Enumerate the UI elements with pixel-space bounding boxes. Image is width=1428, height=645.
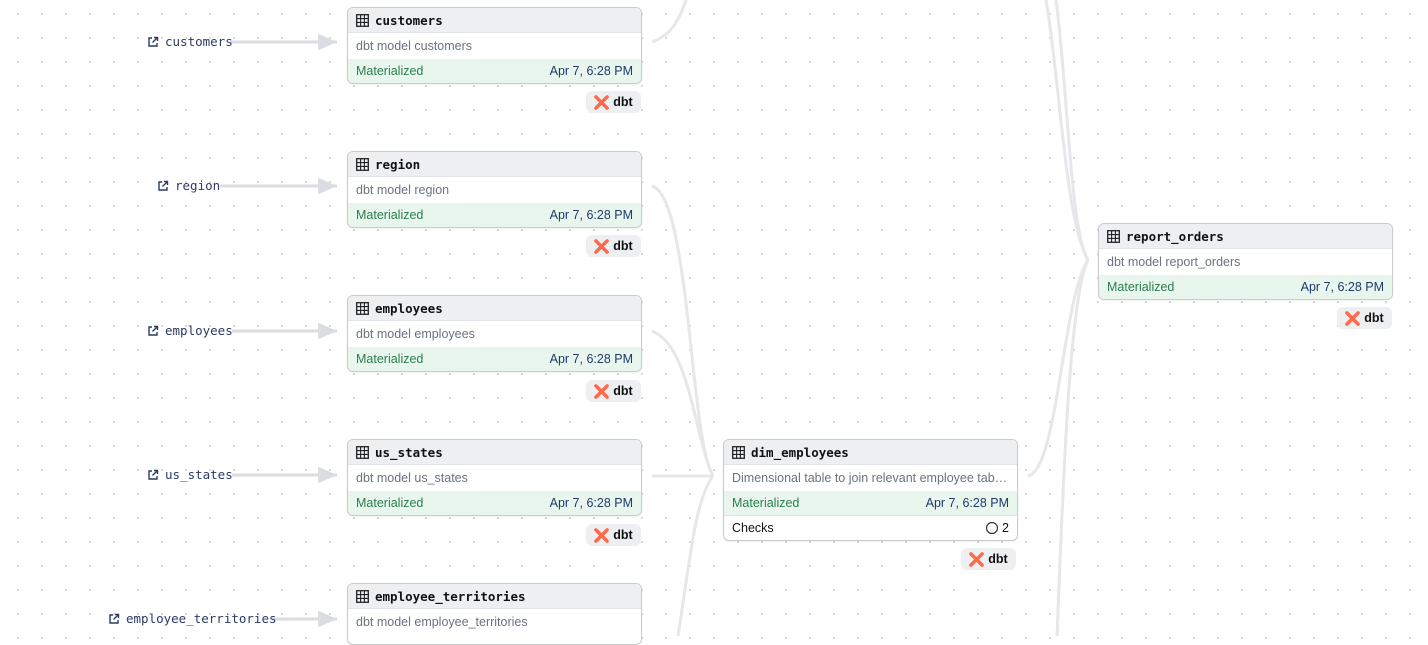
- node-title: report_orders: [1126, 228, 1224, 244]
- dbt-badge: dbt: [586, 380, 641, 402]
- asset-node-report-orders[interactable]: report_orders dbt model report_orders Ma…: [1098, 223, 1393, 300]
- materialization-timestamp[interactable]: Apr 7, 6:28 PM: [925, 496, 1009, 510]
- source-link-customers[interactable]: customers: [147, 34, 233, 49]
- materialization-row: Materialized Apr 7, 6:28 PM: [1099, 275, 1392, 299]
- node-title: customers: [375, 12, 443, 28]
- checks-count-value: 2: [1002, 521, 1009, 535]
- dbt-logo-icon: [594, 94, 610, 110]
- external-link-icon: [147, 325, 159, 337]
- external-link-icon: [108, 613, 120, 625]
- dbt-logo-icon: [594, 238, 610, 254]
- dbt-badge: dbt: [586, 524, 641, 546]
- table-icon: [1107, 229, 1120, 243]
- source-link-label: employees: [165, 323, 233, 338]
- dbt-badge: dbt: [1337, 307, 1392, 329]
- dbt-logo-icon: [594, 383, 610, 399]
- external-link-icon: [147, 36, 159, 48]
- materialization-row: Materialized Apr 7, 6:28 PM: [348, 347, 641, 371]
- node-header: region: [348, 152, 641, 177]
- badge-label: dbt: [1364, 311, 1384, 325]
- asset-node-employees[interactable]: employees dbt model employees Materializ…: [347, 295, 642, 372]
- asset-node-region[interactable]: region dbt model region Materialized Apr…: [347, 151, 642, 228]
- source-link-label: us_states: [165, 467, 233, 482]
- node-title: employees: [375, 300, 443, 316]
- asset-node-us-states[interactable]: us_states dbt model us_states Materializ…: [347, 439, 642, 516]
- node-header: customers: [348, 8, 641, 33]
- badge-label: dbt: [613, 528, 633, 542]
- table-icon: [356, 445, 369, 459]
- node-title: region: [375, 156, 421, 172]
- node-header: employees: [348, 296, 641, 321]
- node-header: report_orders: [1099, 224, 1392, 249]
- dbt-logo-icon: [969, 551, 985, 567]
- edge-dim-report: [1027, 259, 1090, 478]
- source-link-employee-territories[interactable]: employee_territories: [108, 611, 277, 626]
- edge-bottom-report: [1055, 259, 1090, 636]
- dbt-badge: dbt: [961, 548, 1016, 570]
- node-header: employee_territories: [348, 584, 641, 609]
- badge-label: dbt: [613, 239, 633, 253]
- node-description: dbt model us_states: [356, 471, 468, 485]
- edge-customers-up: [651, 0, 688, 44]
- materialization-timestamp[interactable]: Apr 7, 6:28 PM: [549, 208, 633, 222]
- node-description: dbt model customers: [356, 39, 473, 53]
- badge-label: dbt: [613, 384, 633, 398]
- node-header: us_states: [348, 440, 641, 465]
- source-link-label: region: [175, 178, 221, 193]
- materialization-timestamp[interactable]: Apr 7, 6:28 PM: [549, 64, 633, 78]
- source-link-label: employee_territories: [126, 611, 277, 626]
- dbt-badge: dbt: [586, 91, 641, 113]
- materialization-status: Materialized: [356, 208, 424, 222]
- materialization-status: Materialized: [1107, 280, 1175, 294]
- materialization-status: Materialized: [732, 496, 800, 510]
- checks-label: Checks: [732, 521, 774, 535]
- node-description: dbt model report_orders: [1107, 255, 1241, 269]
- materialization-timestamp[interactable]: Apr 7, 6:28 PM: [549, 352, 633, 366]
- badge-label: dbt: [613, 95, 633, 109]
- node-description: dbt model region: [356, 183, 450, 197]
- source-link-us-states[interactable]: us_states: [147, 467, 233, 482]
- materialization-row: Materialized Apr 7, 6:28 PM: [348, 59, 641, 83]
- badge-label: dbt: [988, 552, 1008, 566]
- node-description: dbt model employee_territories: [356, 615, 528, 629]
- materialization-status: Materialized: [356, 496, 424, 510]
- table-icon: [356, 157, 369, 171]
- asset-node-dim-employees[interactable]: dim_employees Dimensional table to join …: [723, 439, 1018, 541]
- source-link-employees[interactable]: employees: [147, 323, 233, 338]
- materialization-row: Materialized Apr 7, 6:28 PM: [348, 491, 641, 515]
- edge-territories-dim: [676, 475, 715, 636]
- node-description: dbt model employees: [356, 327, 475, 341]
- edge-region-dim: [651, 184, 715, 477]
- dbt-badge: dbt: [586, 235, 641, 257]
- node-title: employee_territories: [375, 588, 526, 604]
- dbt-logo-icon: [1345, 310, 1361, 326]
- table-icon: [356, 301, 369, 315]
- node-title: dim_employees: [751, 444, 849, 460]
- external-link-icon: [157, 180, 169, 192]
- dbt-logo-icon: [594, 527, 610, 543]
- materialization-row: Materialized Apr 7, 6:28 PM: [724, 491, 1017, 515]
- checks-count: 2: [985, 521, 1009, 535]
- node-description: Dimensional table to join relevant emplo…: [732, 471, 1010, 485]
- node-title: us_states: [375, 444, 443, 460]
- materialization-timestamp[interactable]: Apr 7, 6:28 PM: [549, 496, 633, 510]
- table-icon: [356, 13, 369, 27]
- edge-top-report-b: [1054, 0, 1090, 261]
- table-icon: [356, 589, 369, 603]
- node-header: dim_employees: [724, 440, 1017, 465]
- source-link-region[interactable]: region: [157, 178, 220, 193]
- materialization-status: Materialized: [356, 352, 424, 366]
- materialization-row: Materialized Apr 7, 6:28 PM: [348, 203, 641, 227]
- checks-row[interactable]: Checks 2: [724, 515, 1017, 540]
- materialization-timestamp[interactable]: Apr 7, 6:28 PM: [1300, 280, 1384, 294]
- edge-employees-dim: [651, 329, 715, 477]
- external-link-icon: [147, 469, 159, 481]
- table-icon: [732, 445, 745, 459]
- asset-node-customers[interactable]: customers dbt model customers Materializ…: [347, 7, 642, 84]
- circle-icon: [985, 521, 999, 535]
- source-link-label: customers: [165, 34, 233, 49]
- materialization-status: Materialized: [356, 64, 424, 78]
